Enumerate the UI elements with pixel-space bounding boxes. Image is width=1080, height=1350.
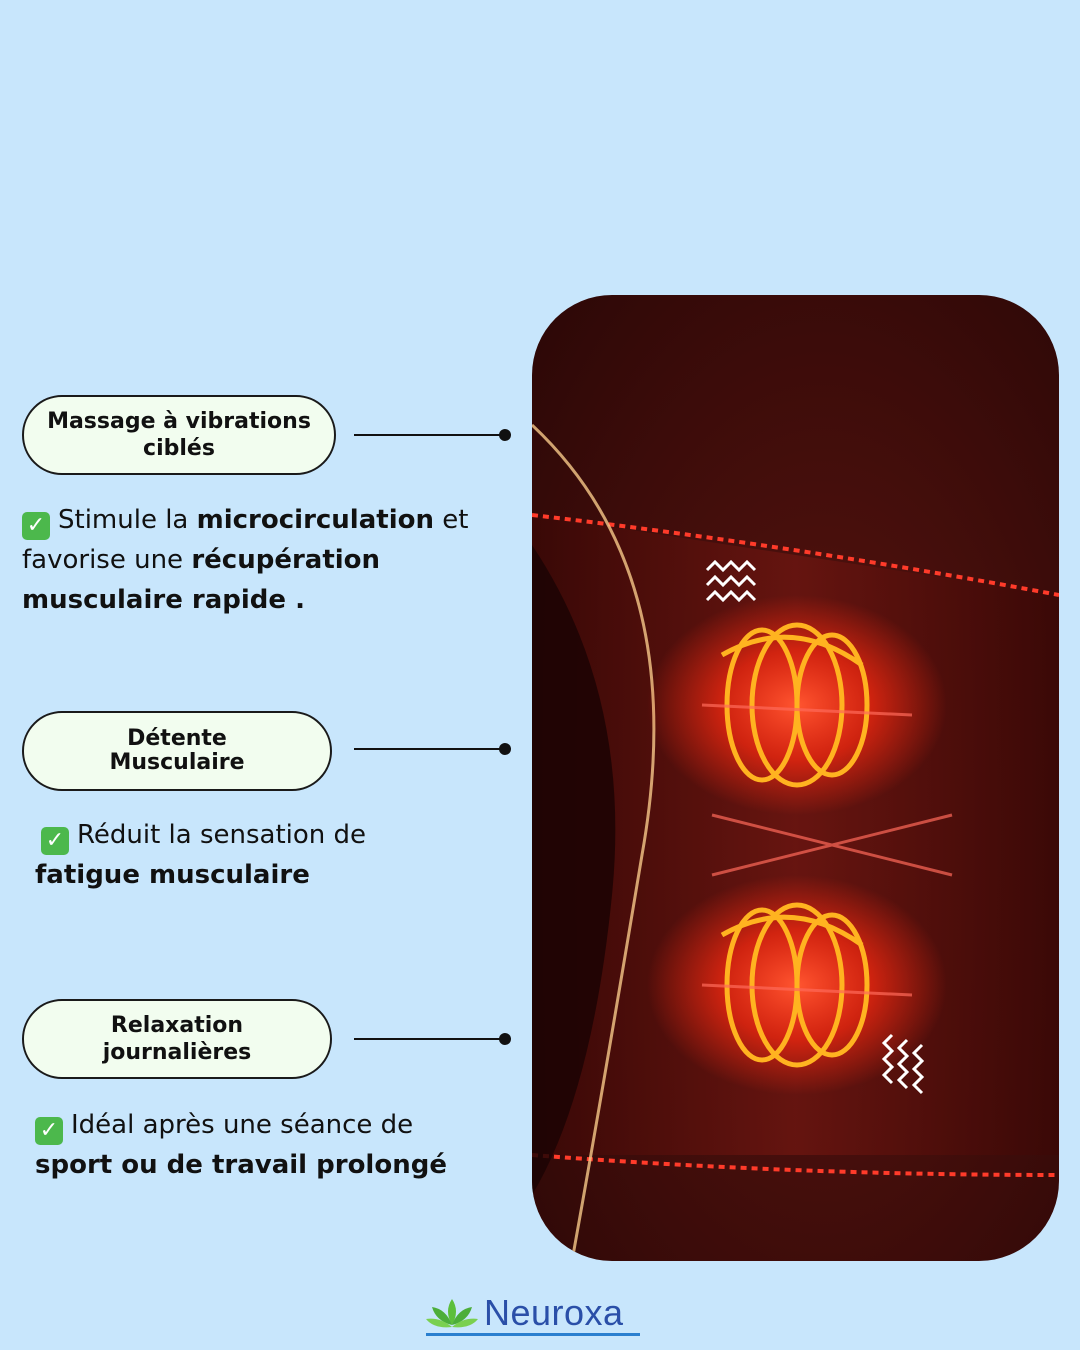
brand-name: Neuroxa: [484, 1292, 624, 1333]
feature-title-line: Massage à vibrations: [47, 408, 311, 434]
feature-title-line: Détente: [127, 725, 227, 751]
massage-belt-illustration: [532, 295, 1059, 1261]
feature-title-line: journalières: [102, 1040, 252, 1065]
feature-title-line: Relaxation: [110, 1012, 244, 1038]
connector-line-3: [354, 1033, 511, 1045]
feature-title-pill-1: Massage à vibrations ciblés: [22, 395, 336, 475]
vibration-icon: [705, 559, 925, 1095]
logo-underline: [426, 1333, 640, 1336]
feature-description-2: ✓Réduit la sensation de fatigue musculai…: [35, 820, 367, 890]
feature-title-pill-2: Détente Musculaire: [22, 711, 332, 791]
connector-line-1: [354, 429, 511, 441]
check-icon: ✓: [41, 827, 69, 855]
product-image: [532, 295, 1059, 1261]
connector-line-2: [354, 743, 511, 755]
feature-title-pill-3: Relaxation journalières: [22, 999, 332, 1079]
feature-description-3: ✓Idéal après une séance de sport ou de t…: [35, 1110, 447, 1180]
brand-logo: Neuroxa: [426, 1290, 640, 1336]
feature-description-1: ✓Stimule la microcirculation et favorise…: [22, 505, 469, 615]
feature-title-line: Musculaire: [109, 750, 245, 775]
lotus-icon: [426, 1299, 478, 1328]
check-icon: ✓: [35, 1117, 63, 1145]
feature-title-line: ciblés: [143, 436, 215, 461]
check-icon: ✓: [22, 512, 50, 540]
